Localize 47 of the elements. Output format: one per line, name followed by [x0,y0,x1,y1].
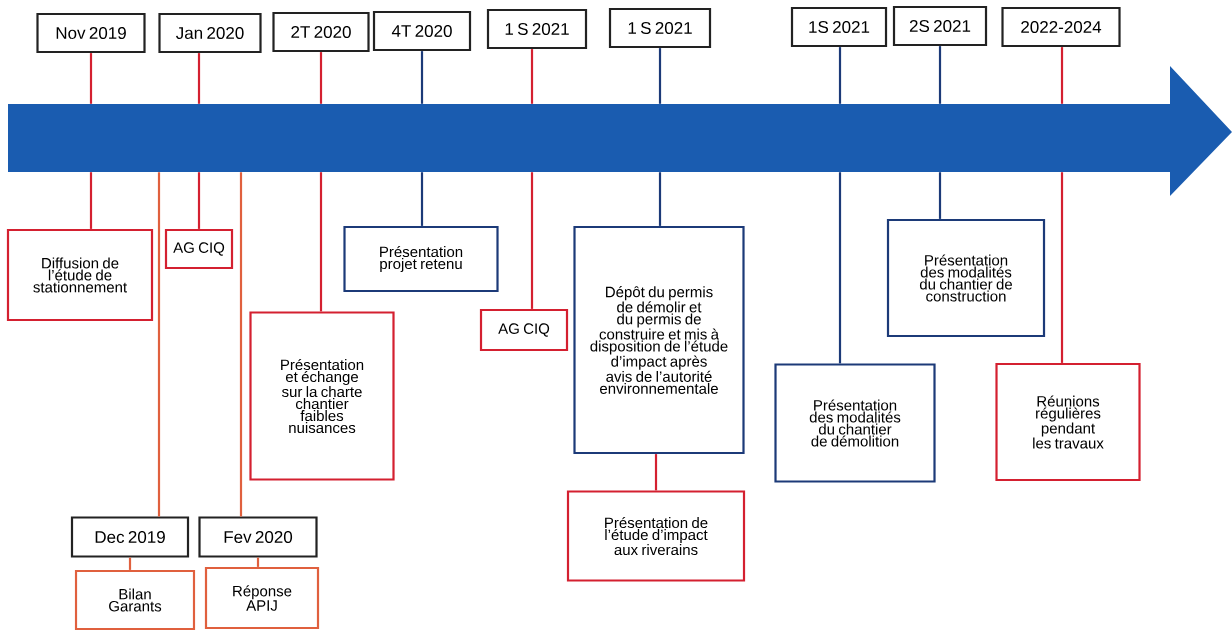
connector-line [319,172,323,312]
connector-line [1060,172,1064,363]
event-box: Dépôt du permis de démolir et du permis de construire et mis à disposition de l’étude d’impact après avis de l’autorité environnementale [573,225,745,455]
date-box: Jan 2020 [158,12,262,54]
date-box: 1S 2021 [790,6,888,48]
connector-line [938,46,942,104]
connector-line [89,53,93,104]
date-box: 2022-2024 [1001,6,1121,48]
connector-line [157,172,161,517]
date-box: 2S 2021 [892,5,988,47]
event-box: Réponse APIJ [204,566,320,630]
connector-line [530,172,534,309]
date-box: Dec 2019 [70,516,190,558]
connector-line [658,172,662,226]
event-box: Présentation et échange sur la charte chantier faibles nuisances [249,311,395,481]
connector-line [838,172,842,364]
connector-line [658,48,662,104]
connector-line [654,454,658,491]
connector-line [239,172,243,517]
date-box: 4T 2020 [372,10,472,52]
connector-line [256,557,260,567]
timeline-arrow [8,66,1232,196]
event-box: AG CIQ [479,308,569,352]
connector-line [1060,47,1064,104]
connector-line [197,53,201,104]
connector-line [319,52,323,104]
event-box: Présentation des modalités du chantier de construction [886,218,1046,338]
connector-line [838,47,842,104]
event-box: Présentation des modalités du chantier de démolition [774,363,936,483]
connector-line [197,172,201,229]
connector-line [420,51,424,104]
date-box: Nov 2019 [36,12,146,54]
event-box: Diffusion de l’étude de stationnement [6,228,154,322]
connector-line [89,172,93,229]
event-box: Réunions régulières pendant les travaux [995,362,1141,482]
connector-line [938,172,942,219]
event-box: Présentation projet retenu [343,225,499,293]
date-box: Fev 2020 [198,516,318,558]
date-box: 1 S 2021 [608,7,712,49]
connector-line [420,172,424,226]
event-box: AG CIQ [164,228,234,270]
connector-line [128,557,132,570]
event-box: Présentation de l’étude d’impact aux riverains [566,490,746,582]
connector-line [530,49,534,104]
date-box: 2T 2020 [272,11,370,53]
date-box: 1 S 2021 [486,8,588,50]
event-box: Bilan Garants [74,569,196,630]
